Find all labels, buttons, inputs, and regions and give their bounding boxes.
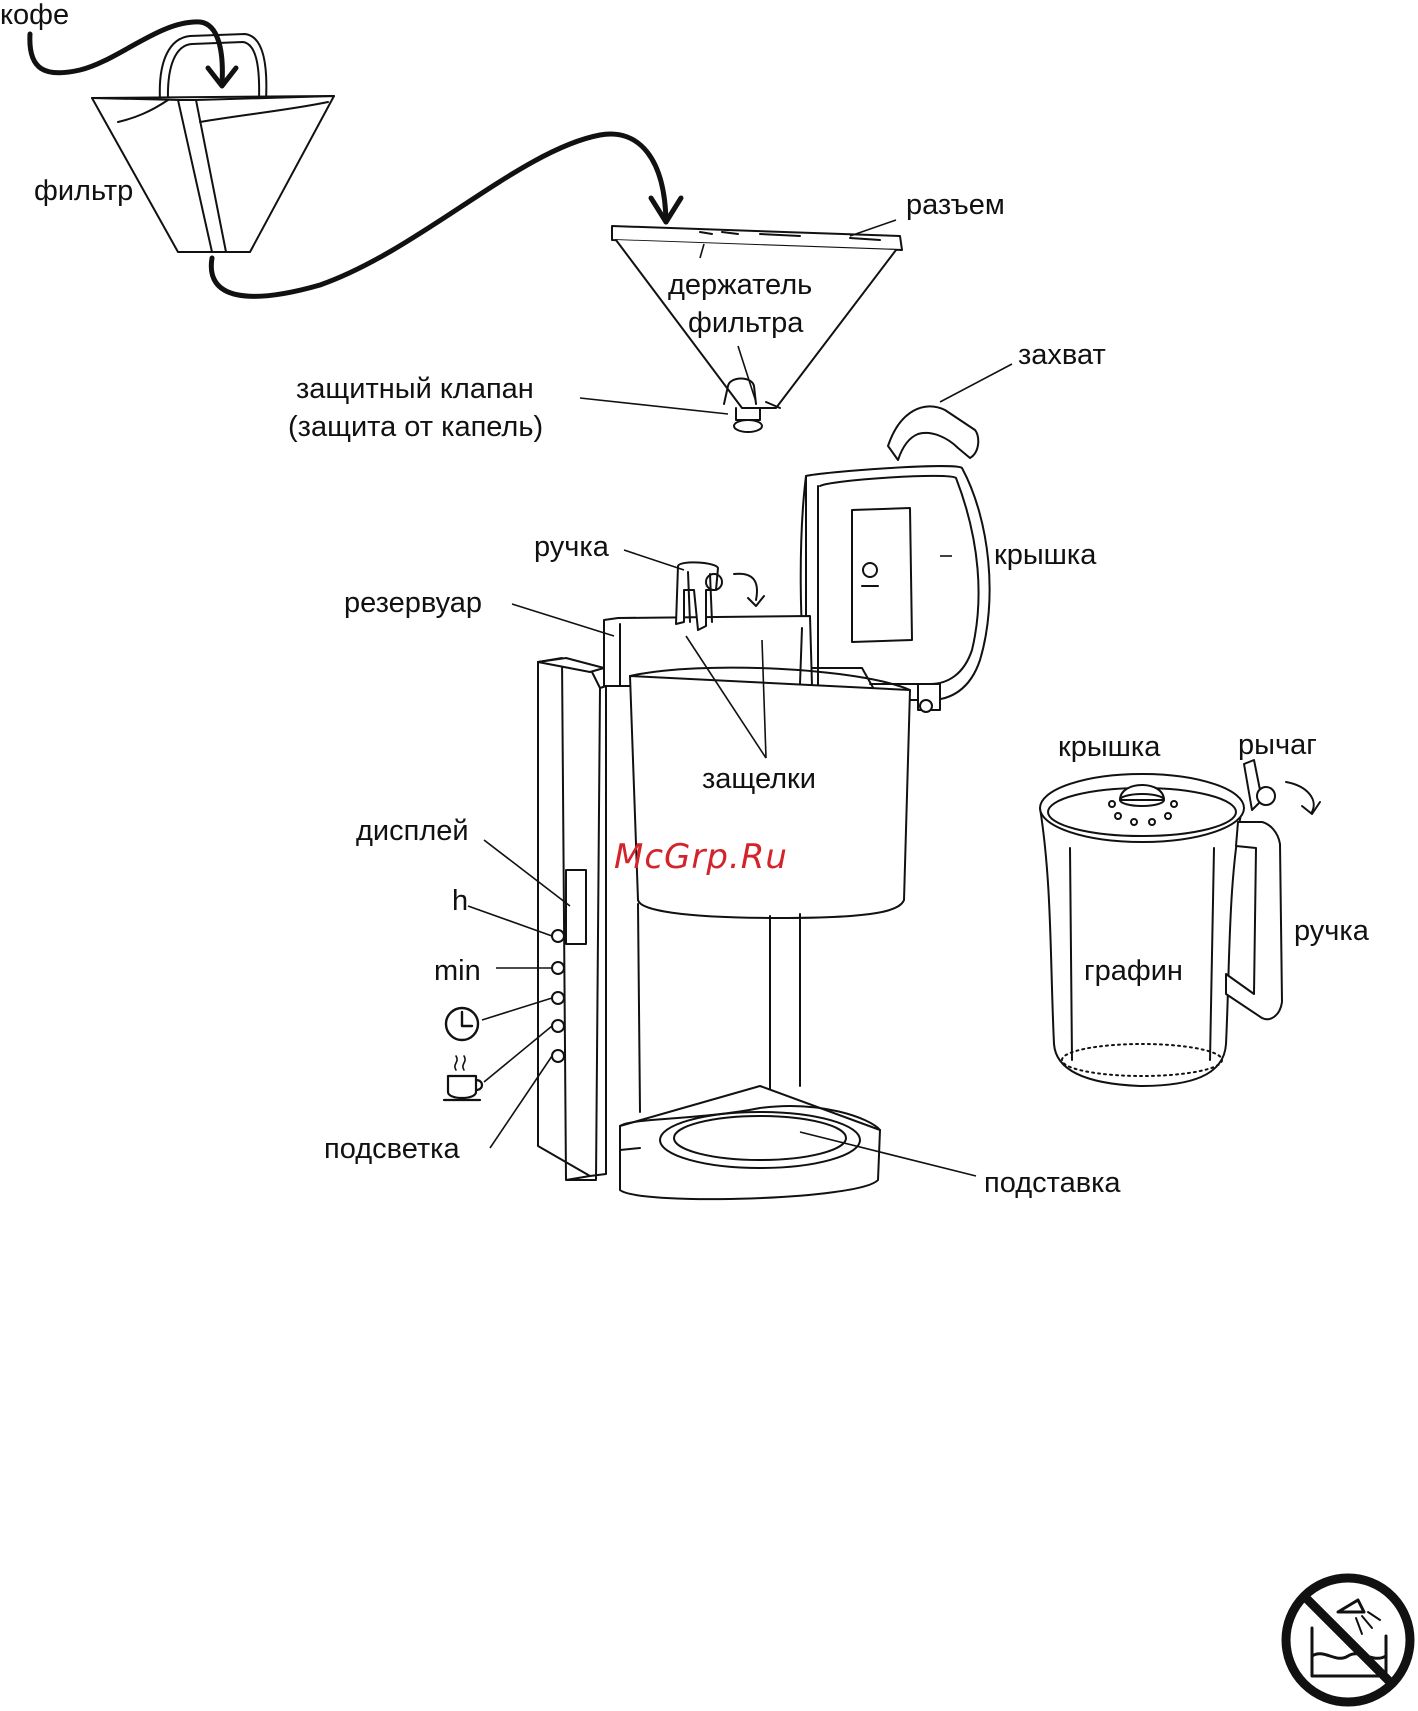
label-lid: крышка: [994, 539, 1097, 571]
label-safety-valve-2: (защита от капель): [288, 411, 543, 443]
button-backlight[interactable]: [552, 1050, 564, 1062]
label-display: дисплей: [356, 815, 469, 847]
label-filter: фильтр: [34, 175, 133, 207]
label-carafe-handle: ручка: [1294, 915, 1370, 947]
button-keepwarm[interactable]: [552, 1020, 564, 1032]
label-handle: ручка: [534, 531, 610, 563]
label-grip: захват: [1018, 339, 1106, 371]
paper-filter: [92, 34, 334, 252]
label-filter-holder-1: держатель: [668, 269, 812, 301]
label-carafe: графин: [1084, 955, 1183, 987]
cup-icon: [444, 1056, 482, 1100]
watermark: McGrp.Ru: [614, 837, 788, 877]
reservoir-lid: [801, 406, 990, 712]
button-timer[interactable]: [552, 992, 564, 1004]
label-backlight: подсветка: [324, 1133, 460, 1165]
button-h[interactable]: [552, 930, 564, 942]
no-immersion-icon: [1286, 1578, 1410, 1702]
display-window: [566, 870, 586, 944]
label-carafe-lid: крышка: [1058, 731, 1161, 763]
label-latches: защелки: [702, 763, 816, 795]
label-minutes: min: [434, 955, 481, 987]
coffee-arrow: [30, 22, 223, 84]
label-reservoir: резервуар: [344, 587, 482, 619]
label-filter-holder-2: фильтра: [688, 307, 804, 339]
label-base: подставка: [984, 1167, 1121, 1199]
button-min[interactable]: [552, 962, 564, 974]
clock-icon: [446, 1008, 478, 1040]
label-safety-valve-1: защитный клапан: [296, 373, 534, 405]
carafe: [1040, 760, 1320, 1086]
label-coffee: кофе: [0, 0, 69, 31]
label-hours: h: [452, 885, 468, 917]
label-lever: рычаг: [1238, 729, 1317, 761]
label-connector: разъем: [906, 189, 1005, 221]
